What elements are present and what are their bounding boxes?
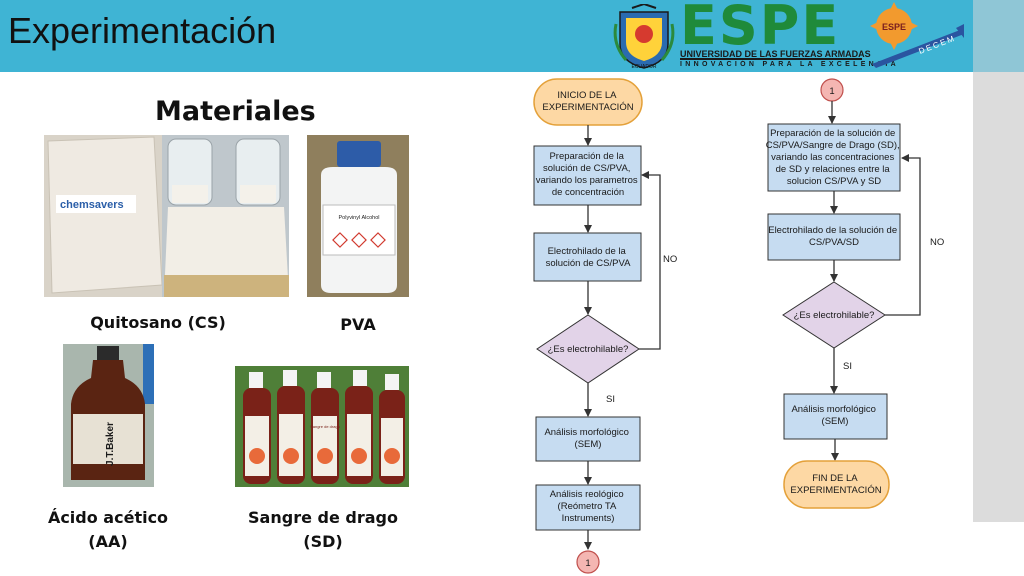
espe-logo-text: ESPE [680, 0, 841, 57]
university-slogan: INNOVACIÓN PARA LA EXCELENCIA [680, 61, 899, 68]
decision-left-text: ¿Es electrohilable? [548, 344, 629, 355]
caption-pva: PVA [320, 313, 396, 337]
header-accent [973, 0, 1024, 72]
caption-acetic-acid-line1: Ácido acético [47, 508, 169, 527]
prep-cs-pva-text: Preparación de la solución de CS/PVA, va… [536, 151, 641, 198]
caption-chitosan-text: Quitosano (CS) [90, 313, 226, 332]
caption-acetic-acid: Ácido acético (AA) [38, 506, 178, 554]
electro-cs-pva-text: Electrohilado de la solución de CS/PVA [546, 246, 632, 269]
acetic-acid-photo: J.T.Baker [63, 344, 154, 487]
reo-text: Análisis reológico (Reómetro TA Instrume… [550, 489, 627, 524]
badge-text: ESPE [882, 22, 906, 32]
side-strip [973, 72, 1024, 522]
pva-photo: Polyvinyl Alcohol [307, 135, 409, 297]
caption-sangre-de-drago-line1: Sangre de drago [248, 508, 398, 527]
chitosan-photo: chemsavers [44, 135, 289, 297]
caption-acetic-acid-line2: (AA) [88, 532, 128, 551]
prep-cs-pva-sd-text: Preparación de la solución de CS/PVA/San… [766, 128, 903, 187]
sem-left-text: Análisis morfológico (SEM) [544, 427, 631, 450]
end-terminal-text: FIN DE LA EXPERIMENTACIÓN [790, 473, 881, 496]
caption-pva-text: PVA [340, 315, 376, 334]
start-terminal-text: INICIO DE LA EXPERIMENTACIÓN [542, 90, 633, 113]
sangre-de-drago-photo: Sangre de drago [235, 366, 409, 487]
si-label-right: SI [843, 361, 852, 372]
electro-cs-pva-sd-text: Electrohilado de la solución de CS/PVA/S… [768, 225, 900, 248]
crest-caption: ECUADOR [631, 64, 656, 70]
university-crest-icon: ECUADOR [613, 4, 675, 70]
connector-left-text: 1 [585, 558, 590, 569]
electro-cs-pva-box [533, 232, 642, 282]
bag-brand: chemsavers [60, 199, 124, 211]
connector-right-text: 1 [829, 86, 834, 97]
bottle-label: Polyvinyl Alcohol [339, 215, 380, 221]
drago-label: Sangre de drago [310, 424, 341, 429]
si-label-left: SI [606, 394, 615, 405]
decision-right-text: ¿Es electrohilable? [794, 310, 875, 321]
electro-cs-pva-sd-box [767, 213, 901, 261]
header-bar [0, 0, 1024, 72]
caption-sangre-de-drago: Sangre de drago (SD) [243, 506, 403, 554]
no-loop-left [639, 171, 661, 350]
sem-left-box [535, 416, 641, 462]
no-loop-right [885, 154, 921, 316]
prep-cs-pva-box [533, 145, 642, 206]
sem-right-box [783, 393, 888, 440]
department-logo-icon: ESPE DECEM [870, 2, 964, 68]
no-label-left: NO [663, 254, 677, 265]
sem-right-text: Análisis morfológico (SEM) [791, 404, 878, 427]
end-terminal [783, 460, 890, 509]
materials-title: Materiales [155, 96, 316, 127]
no-label-right: NO [930, 237, 944, 248]
jug-brand: J.T.Baker [105, 422, 116, 466]
caption-chitosan: Quitosano (CS) [80, 311, 236, 335]
university-name: UNIVERSIDAD DE LAS FUERZAS ARMADAS [680, 49, 871, 59]
logo-divider [680, 58, 862, 60]
slide-title: Experimentación [8, 10, 277, 51]
prep-cs-pva-sd-box [767, 123, 901, 192]
connector-left [576, 550, 600, 574]
caption-sangre-de-drago-line2: (SD) [303, 532, 343, 551]
